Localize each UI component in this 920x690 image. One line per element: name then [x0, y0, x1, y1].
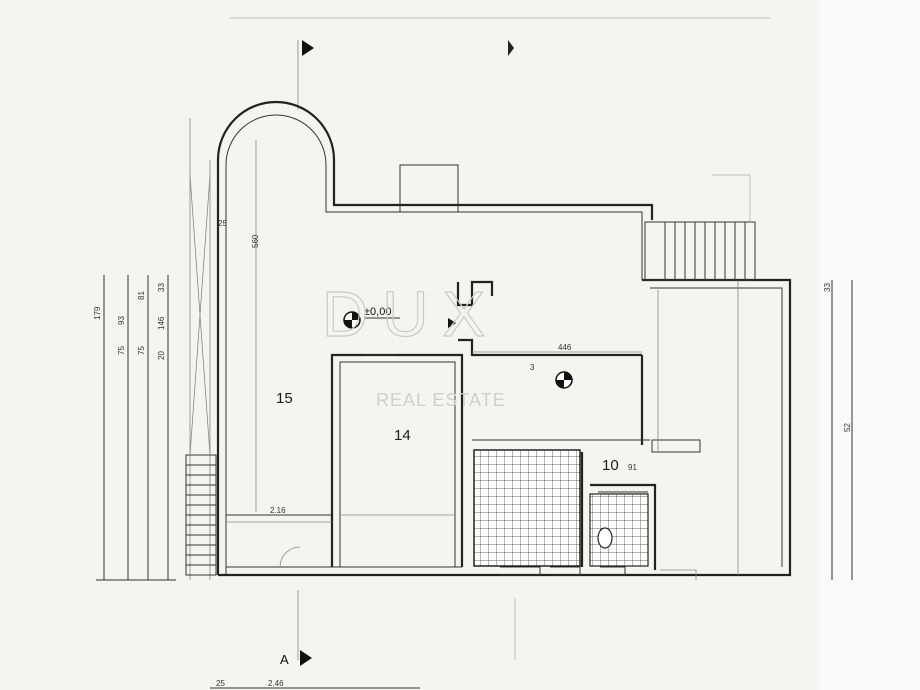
dim-91: 91: [628, 463, 637, 472]
section-arrow-top-icon: [302, 40, 314, 56]
section-arrow-bottom-icon: [300, 650, 312, 666]
level-marker-room3-icon: [555, 371, 573, 389]
bathroom-tiles-small: [589, 493, 649, 567]
dim-right-33: 33: [823, 283, 832, 292]
level-marker-icon: [343, 311, 361, 329]
dim-560: 560: [251, 234, 260, 248]
left-stair: [185, 174, 217, 576]
level-marker-text: ±0,00: [364, 306, 391, 318]
entrance-arrow-icon: [448, 318, 456, 328]
dim-75b: 75: [137, 346, 146, 355]
dim-right-52: 52: [843, 423, 852, 432]
watermark-sub: REAL ESTATE: [376, 390, 506, 410]
dim-216: 2.16: [270, 506, 286, 515]
dim-93: 93: [117, 316, 126, 325]
dim-179: 179: [93, 306, 102, 320]
dim-446: 446: [558, 343, 572, 352]
watermark-logo: DUX: [322, 278, 499, 350]
bathroom-tiles-main: [473, 449, 581, 567]
dim-bottom-246: 2.46: [268, 679, 284, 688]
dim-33: 33: [157, 283, 166, 292]
section-label: A: [280, 652, 289, 667]
dim-top-25: 25: [218, 219, 227, 228]
walls: [216, 100, 792, 580]
dim-bottom-25: 25: [216, 679, 225, 688]
north-arrow-icon: [508, 40, 514, 56]
room-label-10: 10: [602, 457, 619, 474]
page-edge: [820, 0, 920, 690]
left-dimension-chain: [96, 275, 176, 581]
room-label-15: 15: [276, 390, 293, 407]
dim-146: 146: [157, 316, 166, 330]
right-dimension-chain: [831, 280, 853, 580]
dim-20: 20: [157, 351, 166, 360]
room-label-3: 3: [530, 363, 535, 372]
dim-81: 81: [137, 291, 146, 300]
toilet-icon: [597, 527, 613, 549]
dim-75: 75: [117, 346, 126, 355]
room-label-14: 14: [394, 427, 411, 444]
